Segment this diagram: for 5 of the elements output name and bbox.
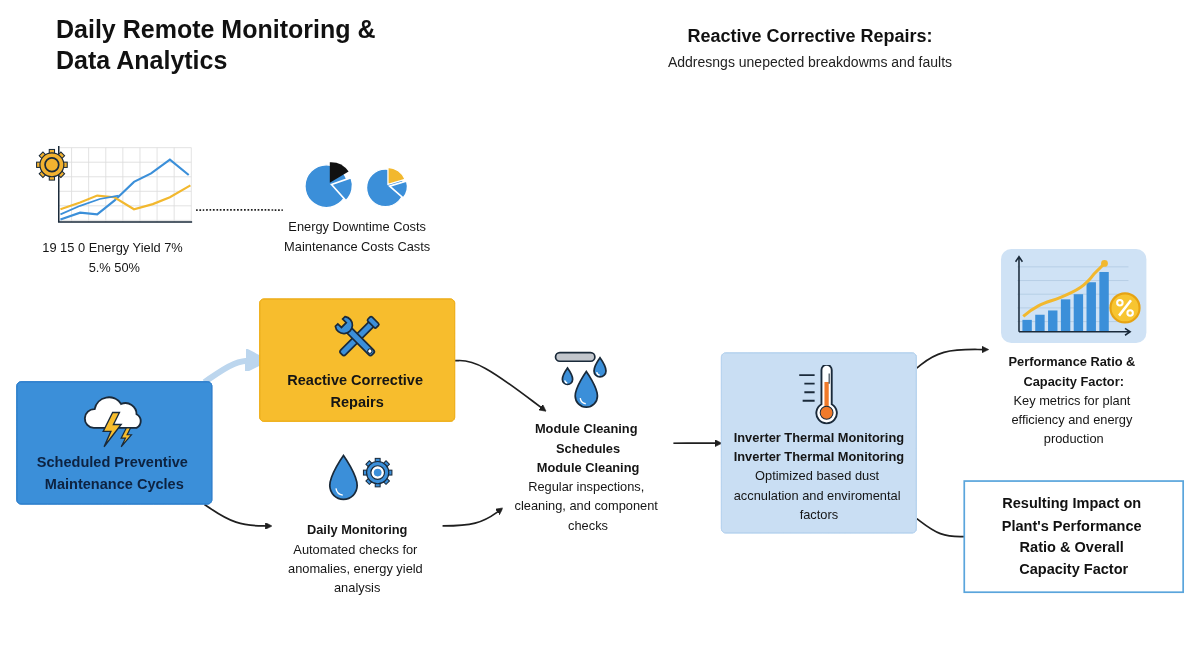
node-label: 19 15 0 Energy Yield 7% — [42, 240, 183, 255]
node-label: 5.% 50% — [88, 259, 140, 274]
diagram-title: Daily Remote Monitoring & Data Analytics — [56, 14, 377, 77]
note-text: Addresngs unepected breakdowms and faults — [667, 54, 953, 70]
note-heading: Reactive Corrective Repairs: — [687, 26, 933, 47]
